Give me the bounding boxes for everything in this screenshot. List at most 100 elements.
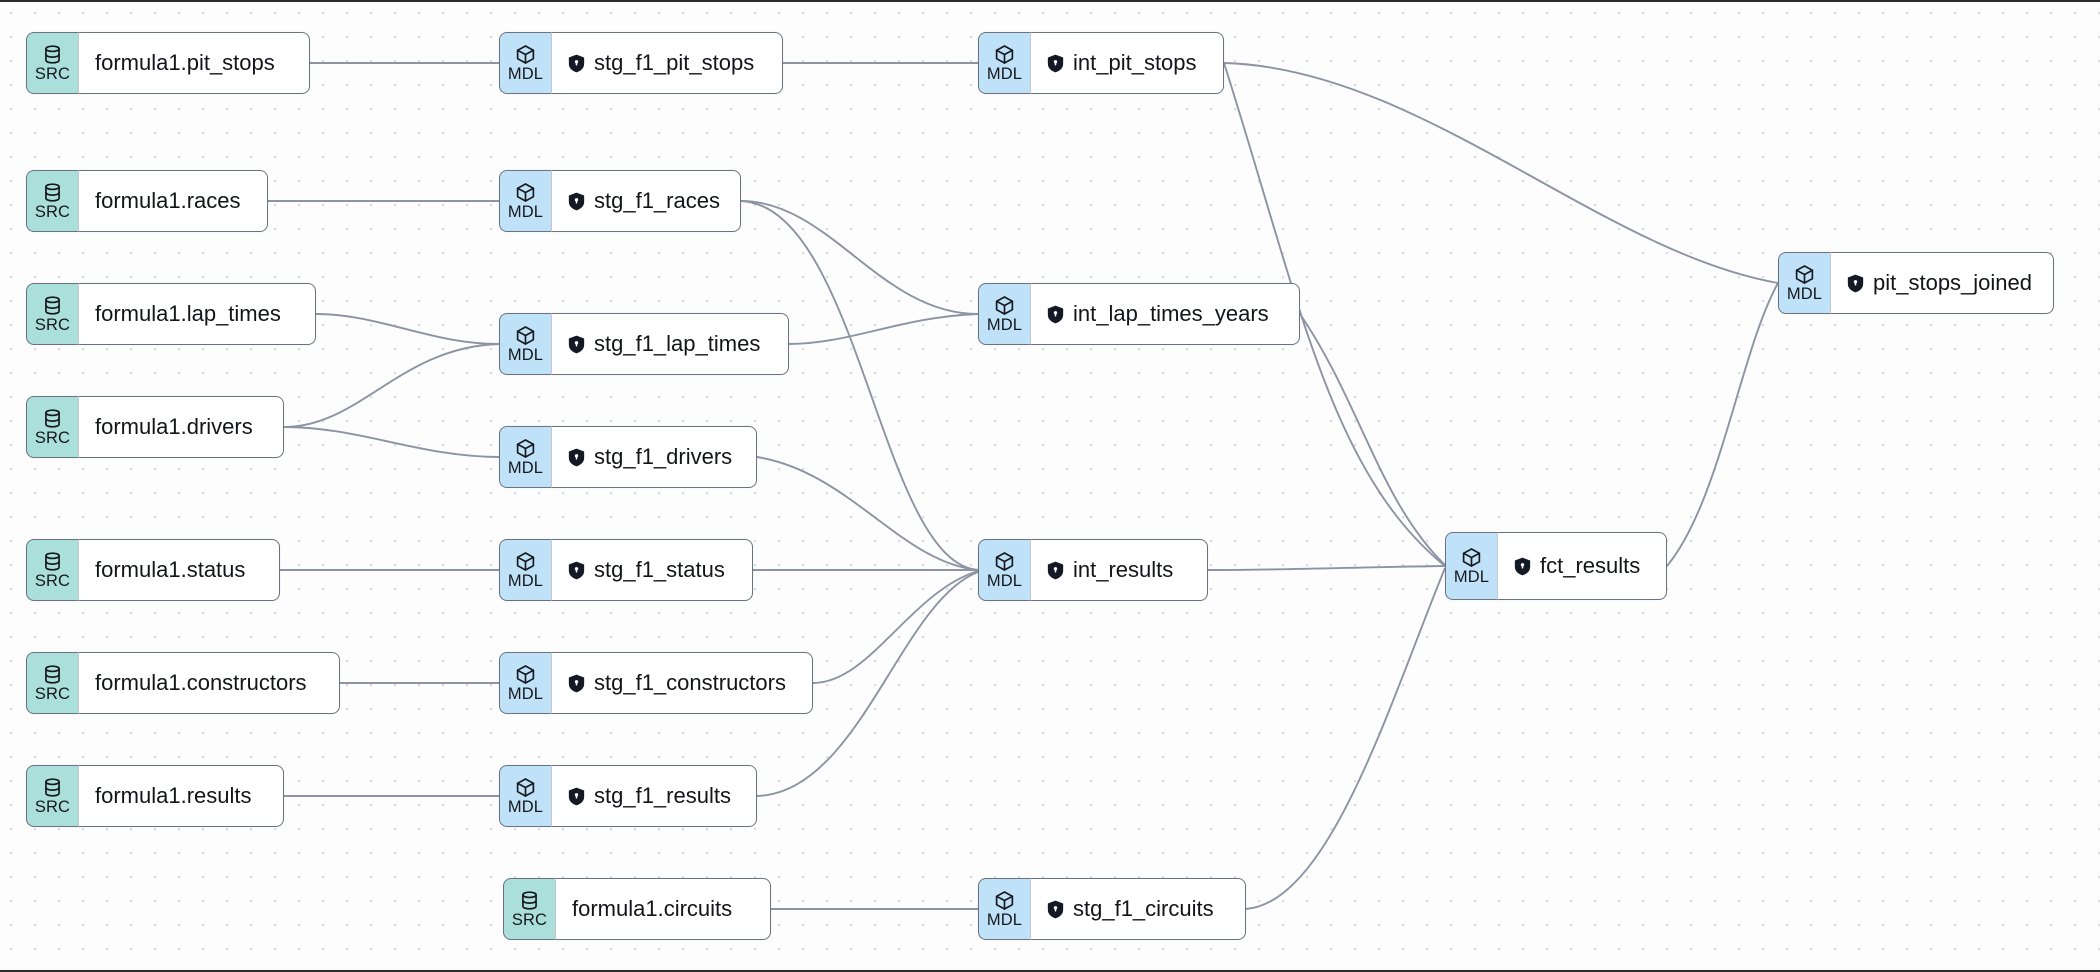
node-body[interactable]: fct_results bbox=[1497, 532, 1667, 600]
lineage-node-int_lap_times_years[interactable]: MDL int_lap_times_years bbox=[978, 283, 1300, 345]
lineage-node-int_results[interactable]: MDL int_results bbox=[978, 539, 1208, 601]
node-type-label: MDL bbox=[507, 797, 544, 816]
lineage-node-stg_results[interactable]: MDL stg_f1_results bbox=[499, 765, 757, 827]
node-body[interactable]: formula1.results bbox=[78, 765, 284, 827]
database-icon bbox=[42, 551, 63, 572]
node-label: formula1.status bbox=[95, 557, 246, 582]
lineage-node-stg_status[interactable]: MDL stg_f1_status bbox=[499, 539, 753, 601]
node-type-label: SRC bbox=[34, 315, 71, 334]
shield-icon bbox=[568, 54, 585, 73]
node-body[interactable]: formula1.circuits bbox=[555, 878, 771, 940]
lineage-node-pit_stops_joined[interactable]: MDL pit_stops_joined bbox=[1778, 252, 2054, 314]
node-label: stg_f1_races bbox=[594, 188, 720, 213]
node-label: stg_f1_constructors bbox=[594, 670, 786, 695]
database-icon bbox=[42, 777, 63, 798]
database-icon bbox=[42, 408, 63, 429]
node-body[interactable]: formula1.drivers bbox=[78, 396, 284, 458]
node-body[interactable]: formula1.races bbox=[78, 170, 268, 232]
node-label: stg_f1_lap_times bbox=[594, 331, 761, 356]
lineage-edge bbox=[740, 200, 979, 571]
lineage-node-src_lap_times[interactable]: SRC formula1.lap_times bbox=[26, 283, 316, 345]
node-body[interactable]: pit_stops_joined bbox=[1830, 252, 2054, 314]
node-label: formula1.constructors bbox=[95, 670, 307, 695]
node-body[interactable]: int_lap_times_years bbox=[1030, 283, 1300, 345]
node-label: stg_f1_drivers bbox=[594, 444, 733, 469]
node-label: formula1.results bbox=[95, 783, 252, 808]
node-body[interactable]: stg_f1_drivers bbox=[551, 426, 757, 488]
node-body[interactable]: formula1.pit_stops bbox=[78, 32, 310, 94]
cube-icon bbox=[994, 890, 1015, 911]
database-icon bbox=[42, 44, 63, 65]
lineage-edge bbox=[283, 343, 500, 428]
node-type-label: MDL bbox=[507, 64, 544, 83]
node-body[interactable]: formula1.lap_times bbox=[78, 283, 316, 345]
lineage-node-stg_races[interactable]: MDL stg_f1_races bbox=[499, 170, 741, 232]
node-body[interactable]: int_results bbox=[1030, 539, 1208, 601]
node-body[interactable]: stg_f1_pit_stops bbox=[551, 32, 783, 94]
shield-icon bbox=[568, 787, 585, 806]
mdl-type-badge: MDL bbox=[1778, 252, 1830, 314]
node-body[interactable]: stg_f1_lap_times bbox=[551, 313, 789, 375]
cube-icon bbox=[515, 44, 536, 65]
node-label: stg_f1_results bbox=[594, 783, 731, 808]
lineage-node-fct_results[interactable]: MDL fct_results bbox=[1445, 532, 1667, 600]
cube-icon bbox=[1461, 547, 1482, 568]
node-label: int_lap_times_years bbox=[1073, 301, 1269, 326]
node-type-label: MDL bbox=[986, 64, 1023, 83]
node-body[interactable]: formula1.constructors bbox=[78, 652, 340, 714]
mdl-type-badge: MDL bbox=[1445, 532, 1497, 600]
lineage-edge bbox=[788, 313, 979, 345]
node-label: int_pit_stops bbox=[1073, 50, 1197, 75]
node-label: fct_results bbox=[1540, 553, 1641, 578]
node-body[interactable]: stg_f1_constructors bbox=[551, 652, 813, 714]
lineage-node-src_drivers[interactable]: SRC formula1.drivers bbox=[26, 396, 284, 458]
shield-icon bbox=[1047, 305, 1064, 324]
lineage-node-src_results[interactable]: SRC formula1.results bbox=[26, 765, 284, 827]
node-body[interactable]: stg_f1_status bbox=[551, 539, 753, 601]
database-icon bbox=[42, 182, 63, 203]
cube-icon bbox=[994, 44, 1015, 65]
node-type-label: SRC bbox=[34, 797, 71, 816]
shield-icon bbox=[568, 335, 585, 354]
node-body[interactable]: stg_f1_results bbox=[551, 765, 757, 827]
shield-icon bbox=[1514, 557, 1531, 576]
cube-icon bbox=[515, 777, 536, 798]
lineage-node-int_pit_stops[interactable]: MDL int_pit_stops bbox=[978, 32, 1224, 94]
node-body[interactable]: formula1.status bbox=[78, 539, 280, 601]
cube-icon bbox=[994, 295, 1015, 316]
database-icon bbox=[42, 664, 63, 685]
node-type-label: MDL bbox=[507, 571, 544, 590]
lineage-node-stg_pit_stops[interactable]: MDL stg_f1_pit_stops bbox=[499, 32, 783, 94]
node-body[interactable]: int_pit_stops bbox=[1030, 32, 1224, 94]
lineage-node-stg_lap_times[interactable]: MDL stg_f1_lap_times bbox=[499, 313, 789, 375]
mdl-type-badge: MDL bbox=[978, 283, 1030, 345]
node-type-label: MDL bbox=[1786, 284, 1823, 303]
src-type-badge: SRC bbox=[26, 170, 78, 232]
cube-icon bbox=[515, 438, 536, 459]
node-body[interactable]: stg_f1_races bbox=[551, 170, 741, 232]
node-type-label: SRC bbox=[34, 428, 71, 447]
lineage-edge bbox=[1299, 313, 1446, 566]
lineage-edge bbox=[1666, 282, 1779, 567]
shield-icon bbox=[1047, 900, 1064, 919]
node-type-label: MDL bbox=[507, 345, 544, 364]
node-label: formula1.drivers bbox=[95, 414, 253, 439]
node-body[interactable]: stg_f1_circuits bbox=[1030, 878, 1246, 940]
mdl-type-badge: MDL bbox=[499, 170, 551, 232]
node-label: stg_f1_pit_stops bbox=[594, 50, 755, 75]
cube-icon bbox=[515, 551, 536, 572]
node-type-label: MDL bbox=[986, 571, 1023, 590]
lineage-edge bbox=[812, 570, 979, 684]
mdl-type-badge: MDL bbox=[499, 765, 551, 827]
src-type-badge: SRC bbox=[26, 283, 78, 345]
